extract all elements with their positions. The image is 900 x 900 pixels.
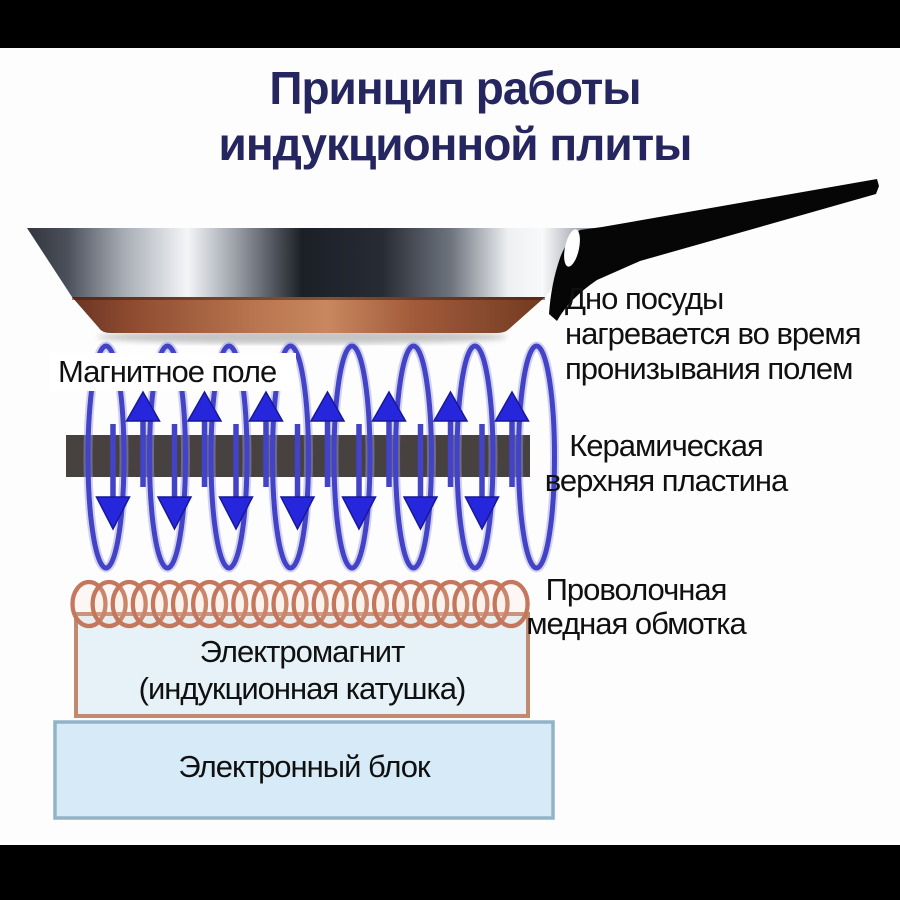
pan-bottom-annotation: Дно посуды нагревается во время пронизыв…: [565, 281, 861, 386]
field-arrows-down: [95, 424, 500, 531]
electromagnet-label-line-1: Электромагнит: [199, 634, 406, 669]
electronic-unit-label: Электронный блок: [178, 749, 430, 784]
magnetic-field-label-backing: [50, 353, 296, 391]
ceramic-label-line-2: верхняя пластина: [544, 463, 789, 498]
letterbox-top: [0, 0, 900, 48]
pan-note-line-2: нагревается во время: [565, 316, 861, 351]
electromagnet-label: Электромагнит (индукционная катушка): [76, 633, 528, 707]
ceramic-label-line-1: Керамическая: [569, 428, 764, 463]
copper-winding-label: Проволочная медная обмотка: [521, 573, 751, 641]
letterbox-bottom: [0, 845, 900, 900]
title-line-1: Принцип работы: [269, 62, 641, 114]
winding-label-line-1: Проволочная: [545, 572, 728, 607]
field-arrows-up: [125, 390, 530, 487]
electronic-unit-box: [53, 720, 555, 820]
pan-handle-slot: [564, 229, 580, 267]
winding-label-line-2: медная обмотка: [526, 606, 747, 641]
pan-body-metal: [27, 228, 600, 297]
coil-winding: [70, 579, 530, 629]
magnetic-field-label: Магнитное поле: [58, 354, 277, 389]
page-title: Принцип работы индукционной плиты: [15, 60, 895, 172]
ceramic-plate-label: Керамическая верхняя пластина: [536, 428, 796, 498]
pan-note-line-1: Дно посуды: [565, 281, 724, 316]
title-line-2: индукционной плиты: [218, 118, 693, 170]
magnetic-field-loops: [83, 341, 559, 573]
electromagnet-box: [74, 612, 530, 718]
pan-note-line-3: пронизывания полем: [565, 351, 853, 386]
electromagnet-label-line-2: (индукционная катушка): [138, 671, 467, 706]
pan-handle: [549, 179, 879, 321]
frying-pan: [27, 179, 879, 344]
pan-shadow: [97, 330, 507, 344]
pan-bottom-copper: [72, 297, 545, 333]
